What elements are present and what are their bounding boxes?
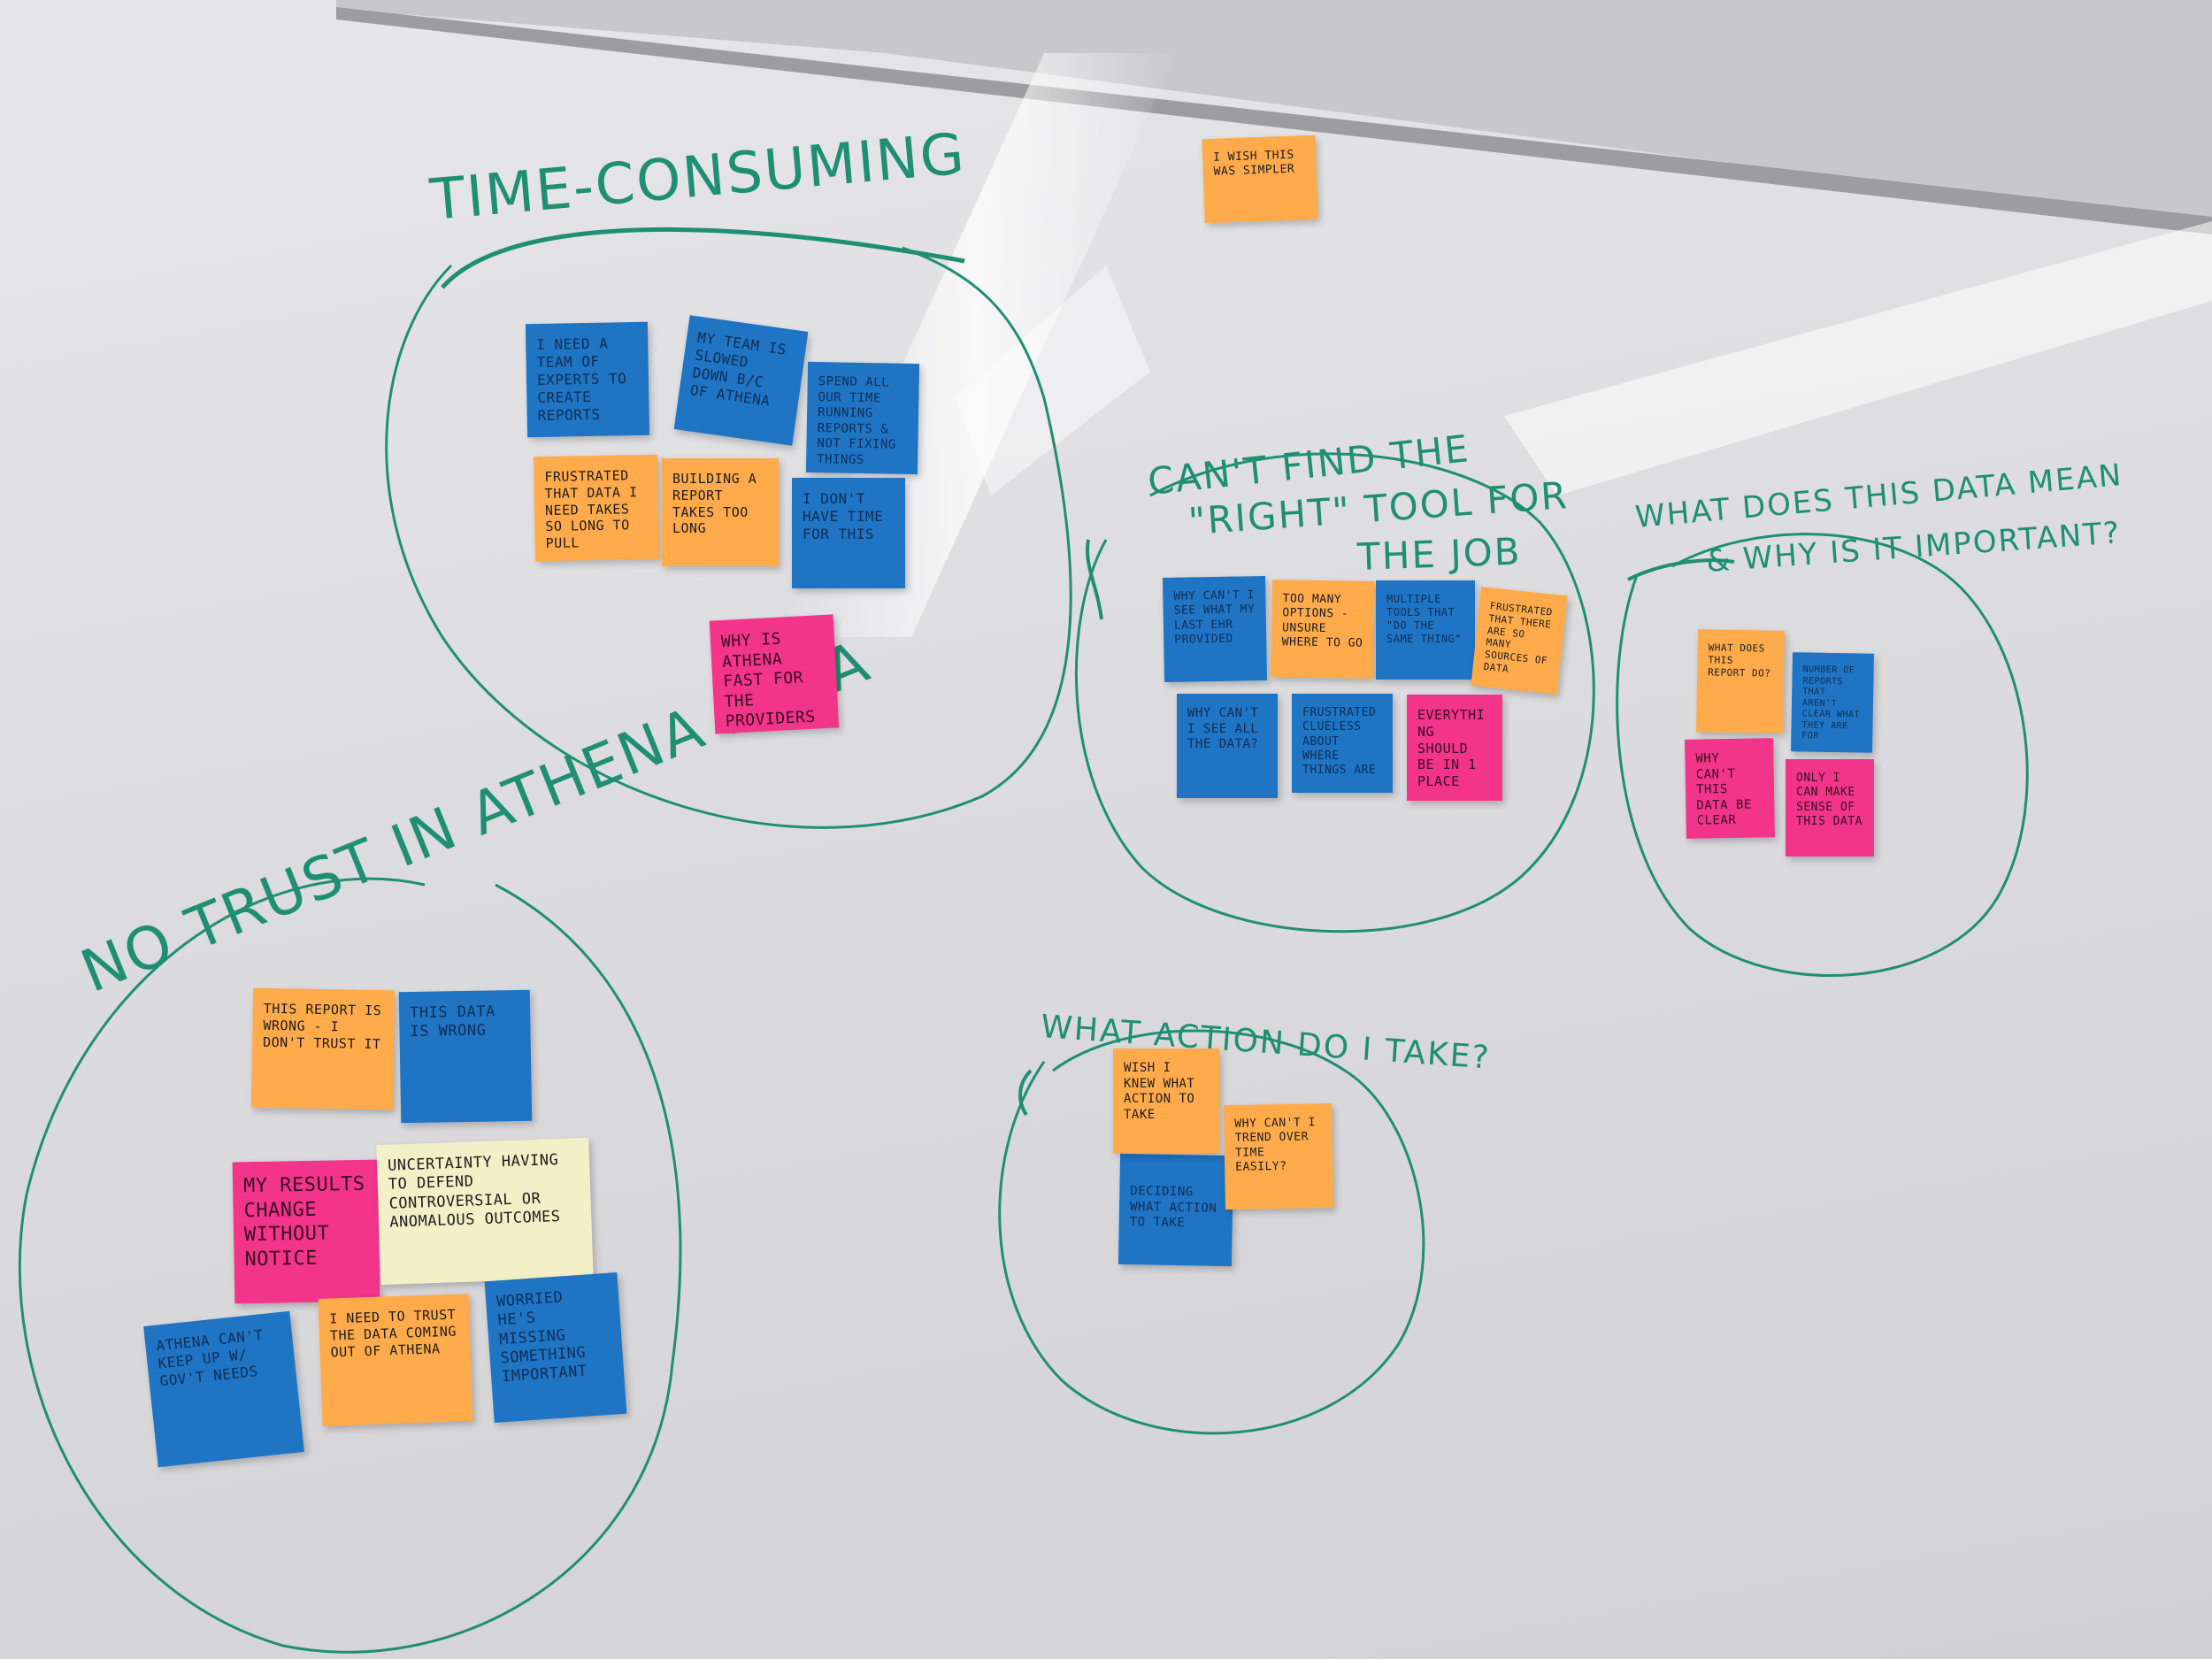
- sticky-note: FRUSTRATED THAT DATA I NEED TAKES SO LON…: [533, 454, 660, 562]
- sticky-note: WORRIED HE'S MISSING SOMETHING IMPORTANT: [484, 1271, 627, 1424]
- board-frame: [336, 0, 2212, 226]
- sticky-note: NUMBER OF REPORTS THAT AREN'T CLEAR WHAT…: [1791, 652, 1874, 753]
- heading-underline-action: [1018, 1069, 1033, 1117]
- sticky-note: EVERYTHING SHOULD BE IN 1 PLACE: [1407, 695, 1502, 801]
- sticky-note: SPEND ALL OUR TIME RUNNING REPORTS & NOT…: [805, 361, 920, 475]
- sticky-note: MY RESULTS CHANGE WITHOUT NOTICE: [232, 1159, 380, 1304]
- sticky-note: WISH I KNEW WHAT ACTION TO TAKE: [1113, 1048, 1219, 1153]
- heading-underline-time: [441, 227, 965, 289]
- sticky-note: WHY IS ATHENA FAST FOR THE PROVIDERS: [709, 614, 840, 734]
- sticky-note: BUILDING A REPORT TAKES TOO LONG: [662, 458, 779, 566]
- cluster-circle-tool: [1074, 452, 1595, 933]
- sticky-note: DECIDING WHAT ACTION TO TAKE: [1118, 1153, 1234, 1267]
- heading-underline-tool: [1086, 539, 1103, 620]
- sticky-note: I DON'T HAVE TIME FOR THIS: [792, 478, 905, 588]
- cluster-circle-trust: [18, 877, 682, 1654]
- sticky-note: ONLY I CAN MAKE SENSE OF THIS DATA: [1786, 759, 1874, 856]
- sticky-note: WHY CAN'T I TREND OVER TIME EASILY?: [1223, 1102, 1334, 1210]
- sticky-note: FRUSTRATED THAT THERE ARE SO MANY SOURCE…: [1471, 587, 1568, 695]
- sticky-note: FRUSTRATED CLUELESS ABOUT WHERE THINGS A…: [1292, 694, 1393, 793]
- sticky-note: I WISH THIS WAS SIMPLER: [1202, 134, 1318, 224]
- sticky-note: WHY CAN'T I SEE WHAT MY LAST EHR PROVIDE…: [1162, 575, 1268, 683]
- light-glare: [1504, 221, 2212, 495]
- board-frame-edge: [336, 7, 2212, 234]
- sticky-note: MULTIPLE TOOLS THAT "DO THE SAME THING": [1376, 580, 1475, 680]
- sticky-note: THIS REPORT IS WRONG - I DON'T TRUST IT: [250, 987, 396, 1110]
- sticky-note: I NEED TO TRUST THE DATA COMING OUT OF A…: [318, 1294, 473, 1426]
- sticky-note: THIS DATA IS WRONG: [398, 989, 533, 1124]
- sticky-note: WHY CAN'T I SEE ALL THE DATA?: [1177, 694, 1278, 798]
- sticky-note: ATHENA CAN'T KEEP UP W/ GOV'T NEEDS: [143, 1310, 304, 1468]
- sticky-note: TOO MANY OPTIONS - UNSURE WHERE TO GO: [1271, 579, 1375, 680]
- cluster-circle-time: [385, 246, 1072, 829]
- sticky-note: WHY CAN'T THIS DATA BE CLEAR: [1685, 738, 1775, 839]
- heading-cant-find-tool-line3: THE JOB: [1356, 529, 1523, 579]
- cluster-circle-meaning: [1616, 533, 2029, 977]
- sticky-note: MY TEAM IS SLOWED DOWN B/C OF ATHENA: [673, 315, 809, 446]
- light-glare: [956, 265, 1150, 495]
- sticky-note: I NEED A TEAM OF EXPERTS TO CREATE REPOR…: [525, 321, 650, 438]
- sticky-note: UNCERTAINTY HAVING TO DEFEND CONTROVERSI…: [376, 1137, 594, 1286]
- heading-underline-meaning: [1627, 558, 1735, 581]
- sticky-note: WHAT DOES THIS REPORT DO?: [1695, 629, 1786, 733]
- cluster-circle-action: [998, 1029, 1425, 1435]
